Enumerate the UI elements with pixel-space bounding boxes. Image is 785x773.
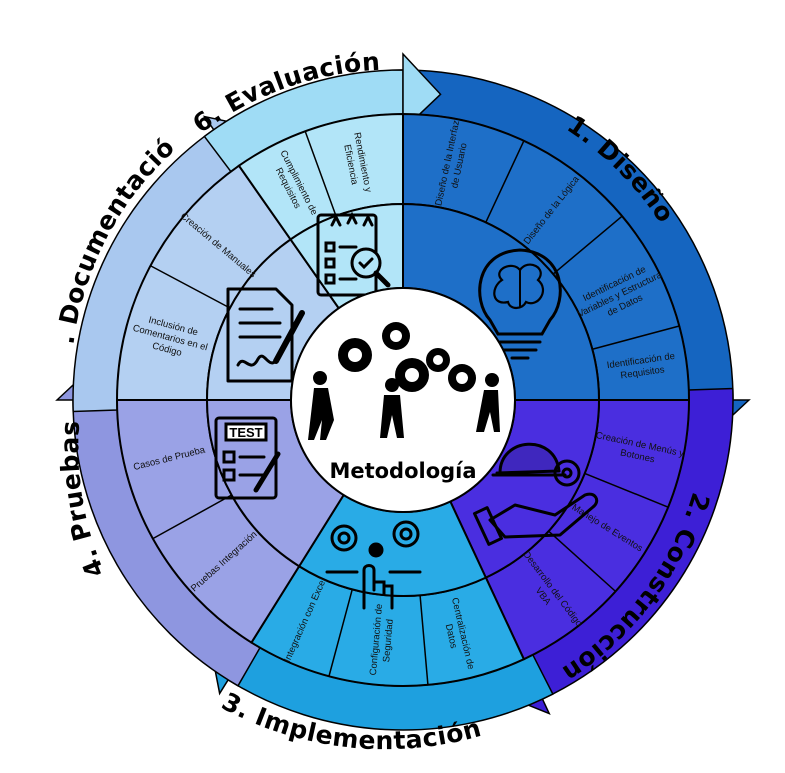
item-divider: [304, 130, 337, 217]
center-hub: Metodología: [290, 287, 516, 513]
center-label: Metodología: [329, 459, 476, 483]
item-divider: [150, 265, 231, 309]
gears-hand-icon: [325, 520, 422, 610]
item-divider: [584, 472, 669, 508]
item-divider: [548, 530, 617, 592]
hardhat-gear-hand-icon: [472, 442, 599, 546]
lightbulb-brain-icon: [478, 248, 562, 360]
checklist-magnifier-icon: [316, 211, 391, 297]
item-label-implementacion-1: Configuración deSeguridad: [368, 603, 397, 677]
item-divider: [152, 494, 232, 540]
document-pen-icon: [226, 287, 305, 383]
item-divider: [552, 215, 623, 275]
team-gears-icon: [308, 322, 500, 440]
svg-text:TEST: TEST: [229, 425, 262, 440]
ring-dividers: [150, 130, 680, 685]
test-checklist-icon: TEST: [214, 416, 281, 500]
item-divider: [328, 589, 353, 677]
item-divider: [485, 140, 525, 223]
item-divider: [419, 595, 429, 685]
item-divider: [592, 325, 680, 350]
phase-arrowhead-evaluacion: [402, 52, 442, 132]
